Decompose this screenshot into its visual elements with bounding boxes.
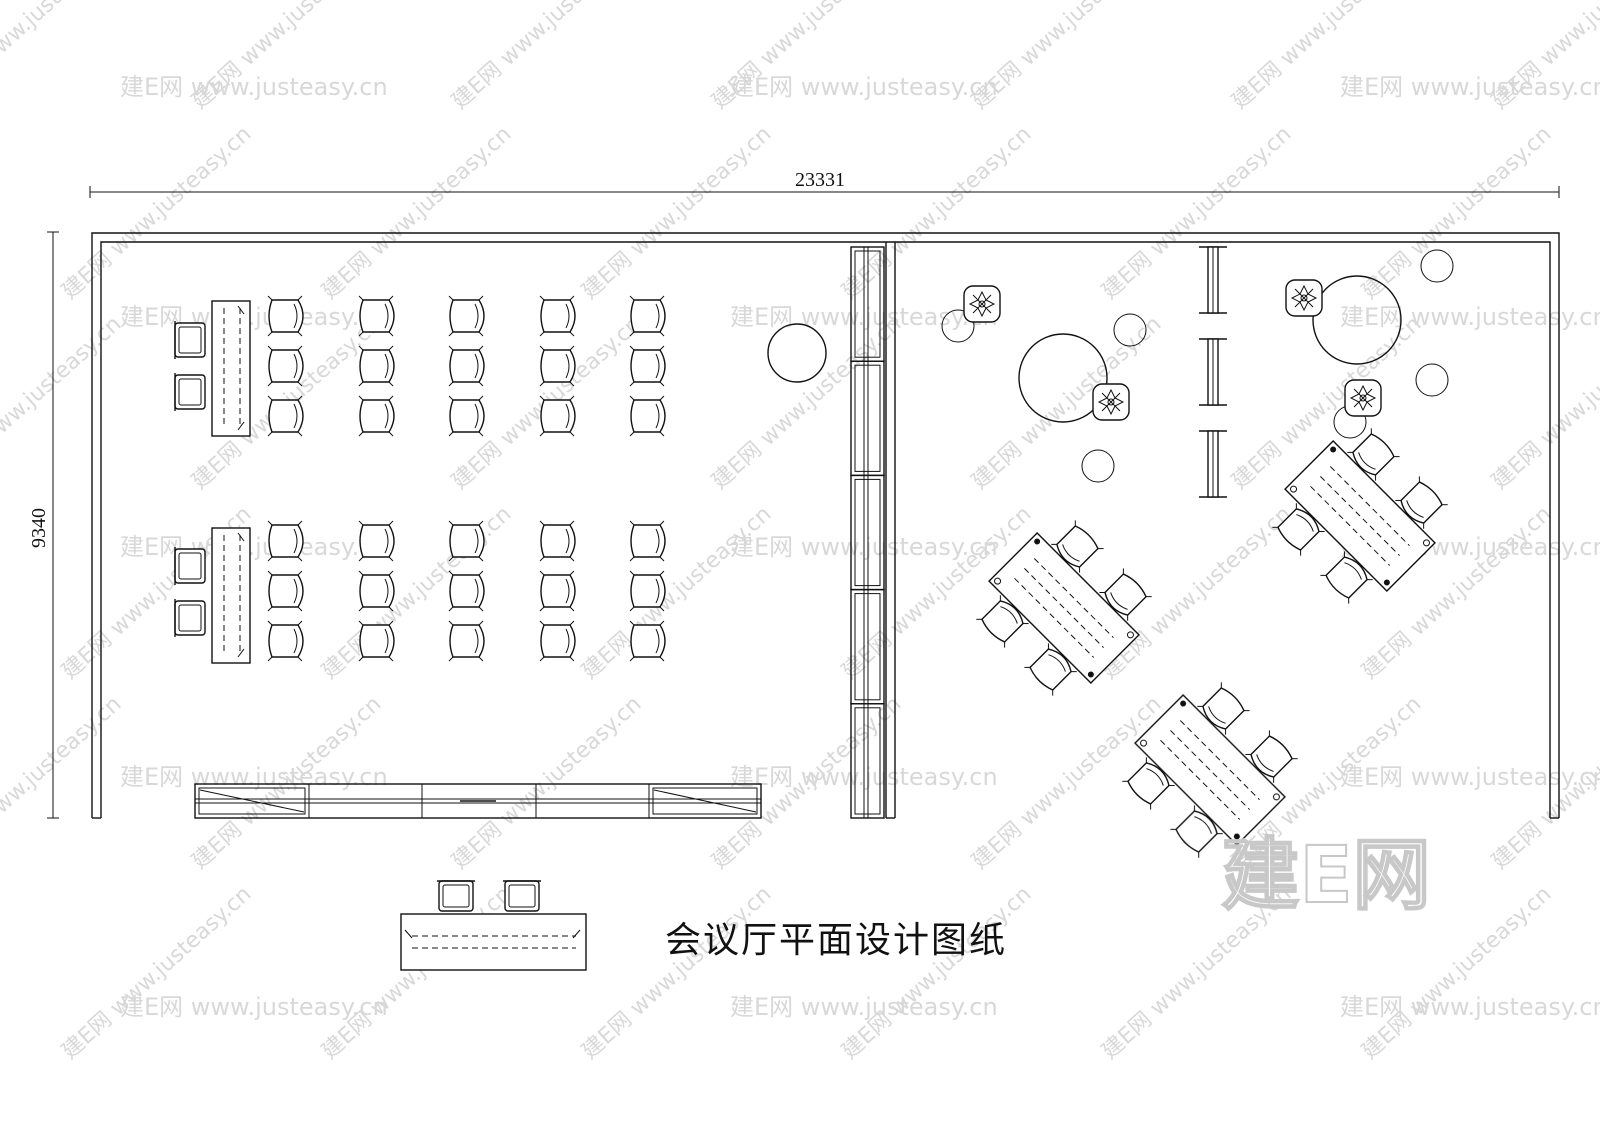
audience-chair (267, 345, 304, 387)
watermark-tile: 建E网 www.justeasy.cn (120, 533, 388, 561)
ottoman (1344, 379, 1382, 417)
round-side-table (767, 323, 827, 383)
audience-chair (267, 395, 304, 437)
audience-chair (539, 395, 576, 437)
ottoman (1285, 279, 1323, 317)
audience-chair (448, 620, 485, 662)
ottoman (1092, 383, 1130, 421)
watermark-tile: 建E网 www.justeasy.cn (1097, 122, 1296, 305)
lecture-table-bottom (174, 527, 251, 664)
audience-chair (267, 570, 304, 612)
height-dimension: 9340 (28, 231, 59, 819)
watermark-tile: 建E网 www.justeasy.cn (577, 882, 776, 1065)
watermark-tile: 建E网 www.justeasy.cn (0, 692, 126, 875)
round-stool (1081, 449, 1115, 483)
watermark-tile: 建E网 www.justeasy.cn (730, 993, 998, 1021)
watermark-tile: 建E网 www.justeasy.cn (837, 122, 1036, 305)
watermark-tile: 建E网 www.justeasy.cn (317, 502, 516, 685)
audience-chair (448, 295, 485, 337)
round-coffee-table (1312, 275, 1402, 365)
watermark-tile: 建E网 www.justeasy.cn (1340, 73, 1600, 101)
audience-chair (629, 295, 666, 337)
watermark-tile: 建E网 www.justeasy.cn (120, 763, 388, 791)
audience-chair (358, 345, 395, 387)
audience-chair (448, 395, 485, 437)
reception-desk (400, 880, 587, 971)
watermark-logo: 建E网 (1220, 830, 1431, 922)
audience-chair (448, 345, 485, 387)
watermark-tile: 建E网 www.justeasy.cn (707, 312, 906, 495)
audience-chair (358, 395, 395, 437)
round-coffee-table (1018, 333, 1108, 423)
audience-chair (448, 520, 485, 562)
watermark-tile: 建E网 www.justeasy.cn (1487, 312, 1600, 495)
watermark-tile: 建E网 www.justeasy.cn (967, 312, 1166, 495)
audience-chair (539, 520, 576, 562)
watermark-tile: 建E网 www.justeasy.cn (1340, 303, 1600, 331)
watermark-tile: 建E网 www.justeasy.cn (317, 882, 516, 1065)
width-label: 23331 (795, 169, 845, 191)
watermark-tile: 建E网 www.justeasy.cn (1357, 122, 1556, 305)
watermark-tile: 建E网 www.justeasy.cn (120, 993, 388, 1021)
audience-chair (539, 295, 576, 337)
watermark-tile: 建E网 www.justeasy.cn (1340, 763, 1600, 791)
display-stands (1198, 246, 1228, 498)
watermark-tile: 建E网 www.justeasy.cn (317, 122, 516, 305)
audience-chair (629, 345, 666, 387)
audience-chair (358, 295, 395, 337)
round-stool (941, 309, 975, 343)
watermark-tile: 建E网 www.justeasy.cn (447, 692, 646, 875)
width-dimension: 23331 (89, 169, 1560, 198)
watermark-tile: 建E网 www.justeasy.cn (837, 882, 1036, 1065)
ottoman (963, 285, 1001, 323)
audience-chair (448, 570, 485, 612)
watermark-tile: 建E网 www.justeasy.cn (0, 0, 126, 114)
watermark-tile: 建E网 www.justeasy.cn (57, 122, 256, 305)
lounge-area (941, 249, 1454, 483)
audience-chair (629, 520, 666, 562)
audience-chair (539, 570, 576, 612)
watermark-tile: 建E网 www.justeasy.cn (0, 312, 126, 495)
watermark-tile: 建E网 www.justeasy.cn (120, 73, 388, 101)
watermark-logo-text: 建E网 (1221, 831, 1430, 921)
vertical-partition-panels (850, 246, 885, 819)
audience-chair (629, 620, 666, 662)
partition-wall (885, 242, 896, 819)
round-stool (1415, 363, 1449, 397)
audience-chair (358, 620, 395, 662)
watermark-tile: 建E网 www.justeasy.cn (57, 882, 256, 1065)
watermark-tile: 建E网 www.justeasy.cn (577, 122, 776, 305)
outer-wall (91, 232, 1560, 819)
watermark-tile: 建E网 www.justeasy.cn (730, 73, 998, 101)
audience-chair (539, 345, 576, 387)
lecture-table-top (174, 300, 251, 437)
height-label: 9340 (28, 508, 50, 548)
horizontal-partition-panels (194, 783, 762, 819)
watermark-tile: 建E网 www.justeasy.cn (577, 502, 776, 685)
watermark-tile: 建E网 www.justeasy.cn (447, 0, 646, 114)
drawing-title: 会议厅平面设计图纸 (665, 920, 1007, 961)
audience-chair (539, 620, 576, 662)
audience-chair (629, 570, 666, 612)
round-stool (1113, 313, 1147, 347)
watermark-tile: 建E网 www.justeasy.cn (1340, 993, 1600, 1021)
audience-chair (267, 620, 304, 662)
audience-chair (358, 570, 395, 612)
audience-chair (629, 395, 666, 437)
watermark-tile: 建E网 www.justeasy.cn (120, 303, 388, 331)
audience-chair (267, 295, 304, 337)
audience-chair (358, 520, 395, 562)
audience-chair (267, 520, 304, 562)
round-stool (1420, 249, 1454, 283)
